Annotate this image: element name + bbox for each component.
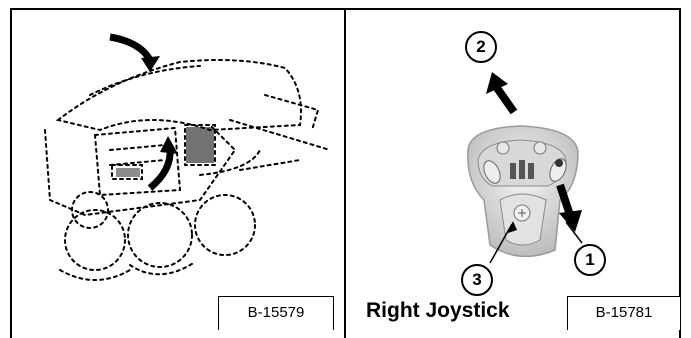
left-figure-id: B-15579	[218, 296, 334, 330]
pivot-arrow-icon	[147, 136, 178, 191]
callout-1: 1	[574, 244, 606, 276]
callout-3: 3	[461, 264, 493, 296]
callout-2: 2	[465, 31, 497, 63]
forward-arrow-icon	[486, 72, 518, 115]
panel-divider	[344, 8, 346, 338]
button-arrow-icon	[556, 183, 582, 232]
figure-caption: Right Joystick	[366, 299, 510, 322]
right-figure-id: B-15781	[567, 296, 681, 330]
rotation-arrow-icon	[109, 33, 160, 72]
